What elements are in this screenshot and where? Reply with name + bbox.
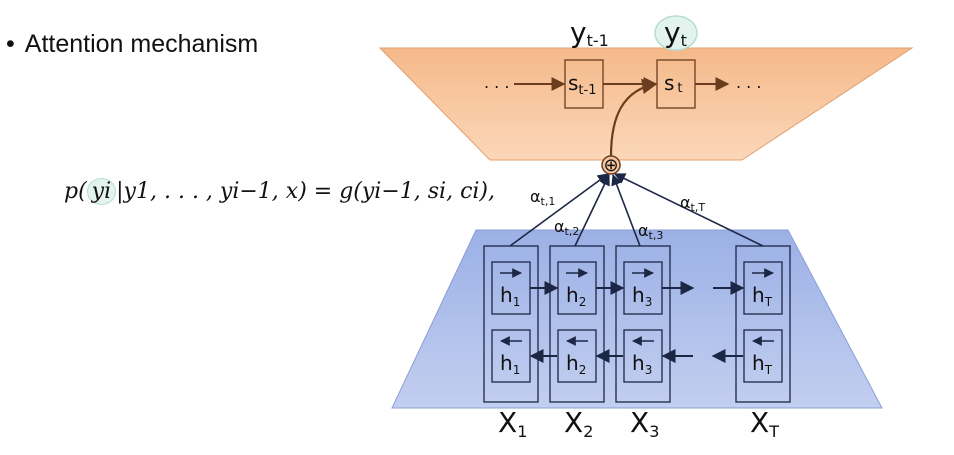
bullet-text: Attention mechanism <box>24 30 259 58</box>
formula-prefix: p( <box>64 179 87 204</box>
decoder-panel <box>378 47 914 161</box>
combine-symbol: ⊕ <box>603 155 618 176</box>
hidden-forward-T-label: hT <box>752 283 773 309</box>
attention-line-T <box>613 173 764 247</box>
attention-line-2 <box>574 173 610 247</box>
state-prev-label: st-1 <box>568 71 596 98</box>
input-T-label: XT <box>750 406 779 441</box>
encoder-column-2 <box>549 245 605 403</box>
hidden-forward-2-label: h2 <box>566 283 586 309</box>
hidden-backward-T-box <box>743 329 783 383</box>
encoder-column-1 <box>483 245 539 403</box>
hidden-backward-3-label: h3 <box>632 351 652 377</box>
decoder-ellipsis-right: . . . <box>736 73 761 92</box>
combine-node <box>601 155 621 175</box>
attention-weight-3: αt,3 <box>638 221 663 242</box>
bullet-marker: • <box>6 30 15 58</box>
input-3-label: X3 <box>630 406 659 441</box>
formula-highlighted-term: yi <box>86 178 117 205</box>
hidden-forward-3-label: h3 <box>632 283 652 309</box>
hidden-backward-T-label: hT <box>752 351 773 377</box>
input-2-label: X2 <box>564 406 593 441</box>
context-arrow <box>609 78 658 157</box>
attention-line-1 <box>509 173 609 247</box>
bullet-item: • Attention mechanism <box>6 30 258 59</box>
hidden-forward-1-label: h1 <box>500 283 520 309</box>
formula-suffix: |y1, . . . , yi−1, x) = g(yi−1, si, ci), <box>116 179 495 204</box>
output-prev-label: yt-1 <box>570 16 609 50</box>
encoder-panel <box>391 229 883 409</box>
attention-line-3 <box>611 173 641 247</box>
hidden-backward-1-label: h1 <box>500 351 520 377</box>
attention-weight-1: αt,1 <box>530 187 555 208</box>
decoder-ellipsis-left: . . . <box>484 73 509 92</box>
encoder-column-3 <box>615 245 671 403</box>
output-curr-highlight <box>654 15 698 51</box>
attention-weight-T: αt,T <box>680 193 705 214</box>
input-1-label: X1 <box>498 406 527 441</box>
encoder-column-T <box>735 245 791 403</box>
hidden-backward-2-label: h2 <box>566 351 586 377</box>
probability-formula: p(yi|y1, . . . , yi−1, x) = g(yi−1, si, … <box>64 178 495 205</box>
attention-weight-2: αt,2 <box>554 217 579 238</box>
output-curr-label: yt <box>664 16 687 50</box>
